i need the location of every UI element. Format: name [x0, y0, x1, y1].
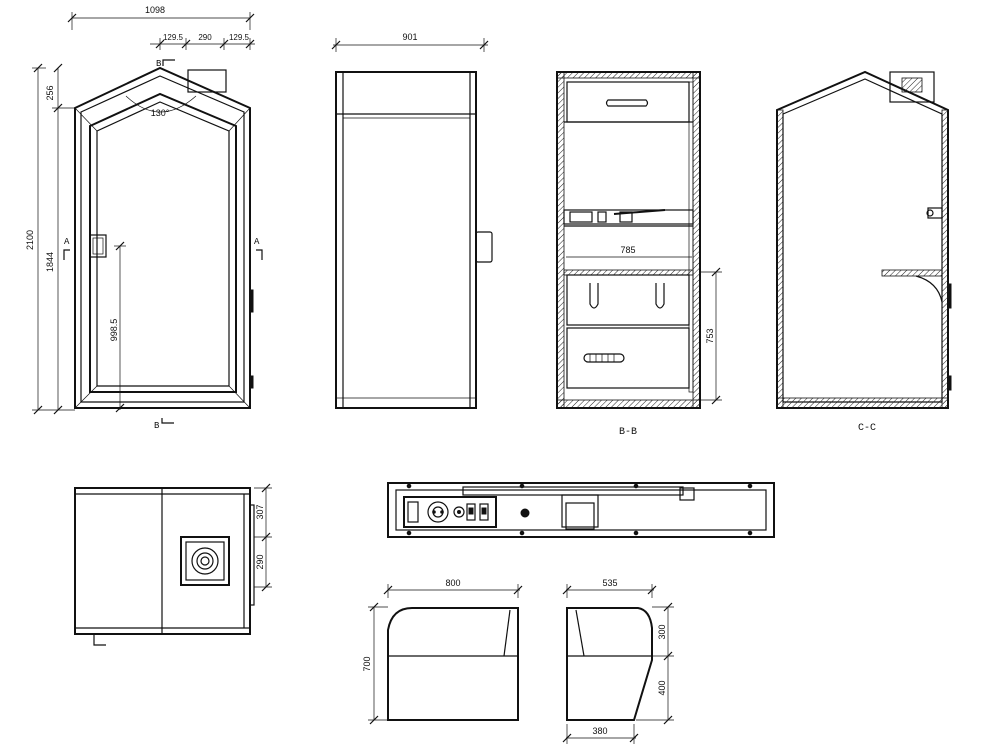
stool-bottom-dim-label: 380 [592, 726, 607, 736]
front-width-dimension: 1098 [67, 5, 255, 30]
shelf-height-label: 753 [705, 328, 715, 343]
roof-angle-label: 130° [151, 108, 170, 118]
section-cc-view: C-C [776, 70, 952, 434]
front-view: 1098 129.5 290 129.5 B B [25, 5, 263, 431]
shelf-width-label: 785 [620, 245, 635, 255]
front-door-handle [89, 234, 107, 258]
section-cc-label: C-C [858, 423, 876, 434]
stool-side-body [566, 607, 653, 721]
section-bb-label: B-B [619, 427, 637, 438]
stool-side-view: 535 300 400 380 [562, 578, 674, 744]
front-width-label: 1098 [145, 5, 165, 15]
section-a-left-label: A [64, 237, 70, 247]
dim-right-offset-label: 129.5 [229, 33, 250, 42]
stool-height-label: 700 [362, 656, 372, 671]
stool-width-label: 800 [445, 578, 460, 588]
side-handle [475, 231, 493, 263]
side-depth-label: 901 [402, 32, 417, 42]
top-vent [180, 536, 230, 586]
roof-height-label: 256 [45, 85, 55, 100]
top-upper-dim-label: 307 [255, 504, 265, 519]
side-view: 901 [331, 32, 493, 409]
section-cc-outline [776, 70, 949, 409]
handle-height-dimension: 998.5 [109, 241, 126, 413]
dim-middle-label: 290 [198, 33, 212, 42]
front-roof-offset-dimensions: 129.5 290 129.5 [150, 33, 255, 50]
side-body [335, 71, 477, 409]
handle-height-label: 998.5 [109, 319, 119, 342]
stool-front-body [387, 607, 519, 721]
strip-outer [387, 482, 775, 538]
section-a-right-label: A [254, 237, 260, 247]
wall-height-label: 1844 [45, 252, 55, 272]
stool-front-view: 800 700 [362, 578, 523, 725]
total-height-label: 2100 [25, 230, 35, 250]
electrical-strip-plan [387, 482, 775, 538]
section-bb-view: 785 753 B-B [556, 71, 722, 438]
top-lower-dim-label: 290 [255, 554, 265, 569]
top-view: 307 290 [74, 483, 272, 646]
section-b-bottom-label: B [154, 421, 160, 431]
stool-top-dim-label: 535 [602, 578, 617, 588]
side-depth-dimension: 901 [331, 32, 489, 52]
section-b-top-label: B [156, 59, 162, 69]
dim-left-offset-label: 129.5 [163, 33, 184, 42]
stool-upper-height-label: 300 [657, 624, 667, 639]
stool-lower-height-label: 400 [657, 680, 667, 695]
front-outer-outline [74, 66, 251, 409]
front-height-dimensions: 2100 1844 256 [25, 63, 75, 415]
